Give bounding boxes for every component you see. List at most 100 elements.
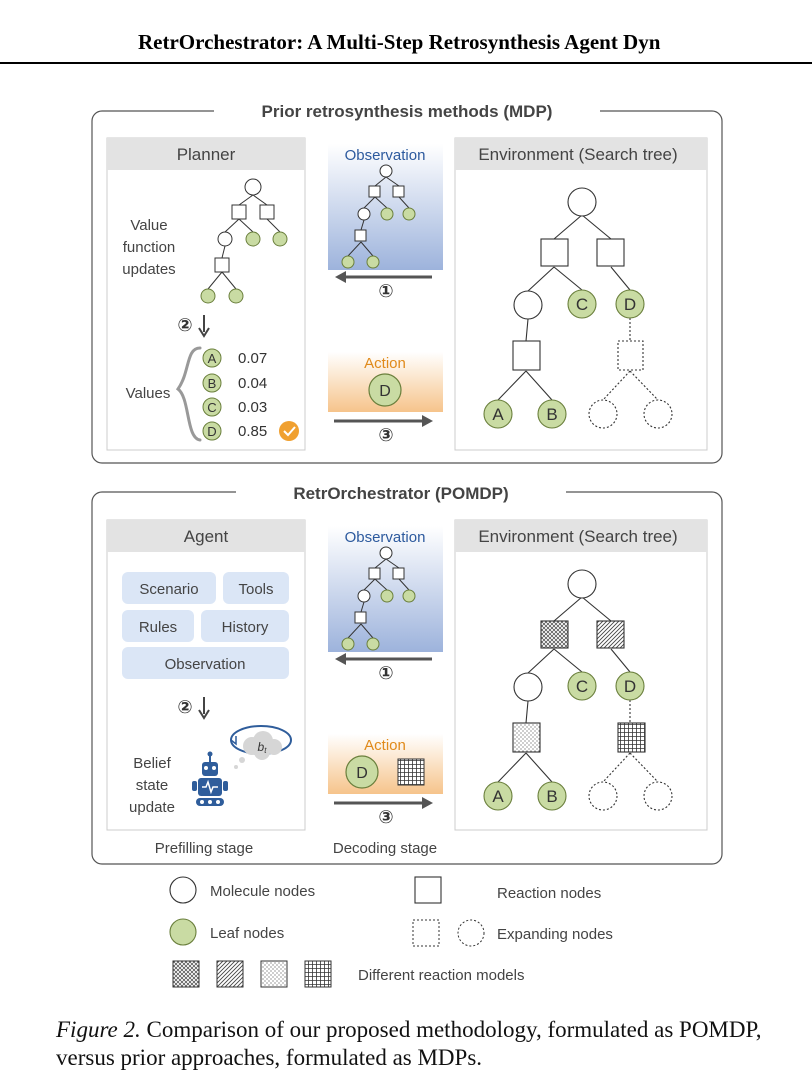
- value-update-line3: updates: [122, 261, 175, 278]
- mdp-observation-label: Observation: [345, 147, 426, 164]
- check-badge-icon: [279, 421, 299, 441]
- mdp-panel: Prior retrosynthesis methods (MDP) Plann…: [91, 98, 723, 464]
- pomdp-step3-marker: ③: [378, 807, 393, 827]
- thought-cloud-icon: [230, 725, 292, 769]
- value-update-line2: function: [123, 239, 176, 256]
- value-row-a-value: 0.07: [238, 350, 267, 367]
- arrow-left-icon: [335, 653, 432, 665]
- figure-caption: Figure 2. Comparison of our proposed met…: [56, 1016, 796, 1072]
- belief-line1: Belief: [133, 755, 171, 772]
- mdp-environment-title: Environment (Search tree): [478, 145, 677, 164]
- arrow-right-icon: [334, 415, 433, 427]
- arrow-left-icon: [335, 271, 432, 283]
- legend-expanding-circle-swatch: [457, 919, 485, 947]
- arrow-right-icon: [334, 797, 433, 809]
- mdp-step2-marker: ②: [177, 315, 192, 335]
- legend-leaf-swatch: [169, 918, 197, 946]
- value-row-d: D 0.85: [202, 421, 267, 441]
- pomdp-step1-marker: ①: [378, 663, 393, 683]
- legend-molecule-label: Molecule nodes: [210, 883, 315, 900]
- legend-models-label: Different reaction models: [358, 967, 524, 984]
- legend-model-3-swatch: [260, 960, 288, 988]
- pomdp-tree-leaf-b: B: [546, 787, 557, 806]
- belief-symbol-b: b: [258, 740, 265, 754]
- planner-mini-tree: [200, 178, 288, 304]
- legend: Molecule nodes Reaction nodes Leaf nodes…: [169, 876, 613, 988]
- header-title: RetrOrchestrator: A Multi-Step Retrosynt…: [138, 30, 661, 54]
- values-label: Values: [126, 385, 171, 402]
- legend-leaf-label: Leaf nodes: [210, 925, 284, 942]
- decoding-stage-label: Decoding stage: [333, 840, 437, 857]
- agent-title: Agent: [184, 527, 229, 546]
- value-row-c-letter: C: [207, 400, 216, 415]
- pomdp-search-tree: [483, 569, 673, 811]
- pomdp-step2-marker: ②: [177, 697, 192, 717]
- pomdp-tree-leaf-c: C: [576, 677, 588, 696]
- value-row-a: A 0.07: [202, 348, 267, 368]
- value-row-d-value: 0.85: [238, 423, 267, 440]
- pomdp-tree-leaf-a: A: [492, 787, 504, 806]
- mdp-step3-marker: ③: [378, 425, 393, 445]
- chip-rules-label: Rules: [139, 619, 177, 636]
- arrow-down-icon: [198, 315, 210, 338]
- mdp-tree-leaf-d: D: [624, 295, 636, 314]
- value-update-line1: Value: [130, 217, 167, 234]
- value-row-d-letter: D: [207, 424, 216, 439]
- chip-rules: [122, 610, 194, 642]
- value-row-c: C 0.03: [202, 397, 267, 417]
- legend-molecule-swatch: [169, 876, 197, 904]
- belief-line2: state: [136, 777, 169, 794]
- value-row-b-value: 0.04: [238, 375, 267, 392]
- mdp-tree-leaf-c: C: [576, 295, 588, 314]
- belief-symbol: bt: [258, 740, 268, 755]
- chip-history-label: History: [222, 619, 269, 636]
- pomdp-panel-title: RetrOrchestrator (POMDP): [293, 484, 508, 503]
- pomdp-observation-label: Observation: [345, 529, 426, 546]
- value-row-b-letter: B: [208, 376, 217, 391]
- mdp-search-tree: [483, 187, 673, 429]
- pomdp-tree-leaf-d: D: [624, 677, 636, 696]
- mdp-tree-leaf-a: A: [492, 405, 504, 424]
- mdp-action-label: Action: [364, 355, 406, 372]
- figure-caption-label: Figure 2.: [56, 1017, 141, 1042]
- legend-expanding-square-swatch: [412, 919, 440, 947]
- chip-observation: [122, 647, 289, 679]
- legend-model-1-swatch: [172, 960, 200, 988]
- page-header: RetrOrchestrator: A Multi-Step Retrosynt…: [0, 0, 812, 64]
- pomdp-action-model: [397, 758, 425, 786]
- pomdp-action-node: [345, 755, 379, 789]
- chip-tools-label: Tools: [238, 581, 273, 598]
- pomdp-environment-title: Environment (Search tree): [478, 527, 677, 546]
- planner-title: Planner: [177, 145, 236, 164]
- mdp-action-node: [368, 373, 402, 407]
- arrow-down-icon: [198, 697, 210, 720]
- chip-observation-label: Observation: [165, 656, 246, 673]
- belief-line3: update: [129, 799, 175, 816]
- chip-scenario-label: Scenario: [139, 581, 198, 598]
- value-row-c-value: 0.03: [238, 399, 267, 416]
- legend-reaction-swatch: [414, 876, 442, 904]
- value-row-a-letter: A: [208, 351, 217, 366]
- mdp-panel-title: Prior retrosynthesis methods (MDP): [262, 102, 553, 121]
- mdp-action-node-letter: D: [379, 383, 391, 400]
- legend-reaction-label: Reaction nodes: [497, 885, 601, 902]
- legend-expanding-label: Expanding nodes: [497, 926, 613, 943]
- pomdp-panel: RetrOrchestrator (POMDP) Agent Scenario …: [91, 480, 723, 865]
- belief-symbol-sub: t: [264, 746, 267, 755]
- legend-model-2-swatch: [216, 960, 244, 988]
- chip-scenario: [122, 572, 216, 604]
- robot-icon: [192, 751, 228, 806]
- mdp-step1-marker: ①: [378, 281, 393, 301]
- figure-caption-text: Comparison of our proposed methodology, …: [56, 1017, 762, 1070]
- values-brace: [175, 346, 202, 442]
- mdp-observation-tree: [341, 164, 416, 269]
- pomdp-action-node-letter: D: [356, 765, 368, 782]
- chip-tools: [223, 572, 289, 604]
- legend-model-4-swatch: [304, 960, 332, 988]
- pomdp-action-label: Action: [364, 737, 406, 754]
- chip-history: [201, 610, 289, 642]
- prefilling-stage-label: Prefilling stage: [155, 840, 253, 857]
- pomdp-observation-tree: [341, 546, 416, 651]
- mdp-tree-leaf-b: B: [546, 405, 557, 424]
